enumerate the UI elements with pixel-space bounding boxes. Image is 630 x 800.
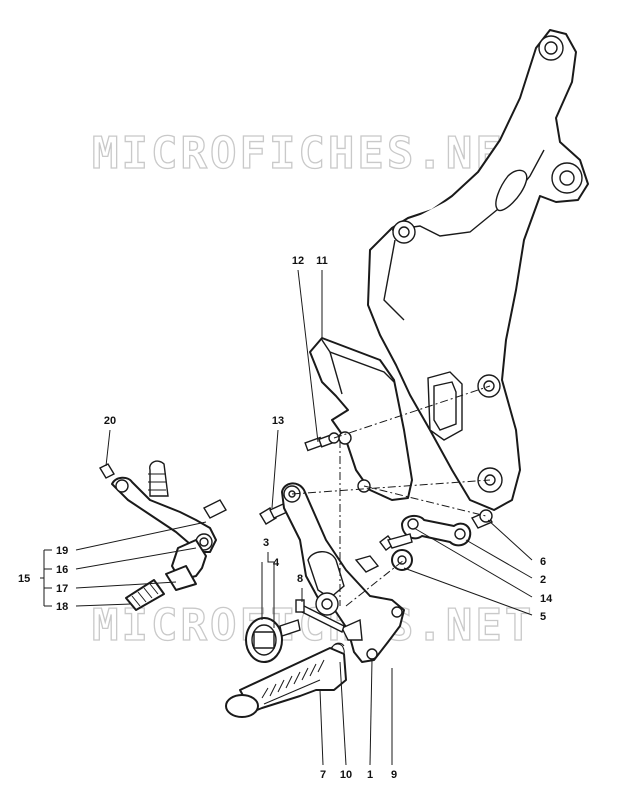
callout-1: 1 bbox=[367, 769, 373, 781]
callout-2: 2 bbox=[540, 574, 546, 586]
pin-8 bbox=[295, 599, 345, 633]
brake-rod-linkage bbox=[379, 509, 494, 571]
leader-lines bbox=[40, 269, 533, 766]
callout-6: 6 bbox=[540, 556, 546, 568]
brake-pedal bbox=[225, 647, 347, 718]
callout-14: 14 bbox=[540, 593, 553, 605]
bolt-12 bbox=[304, 432, 340, 452]
watermark-top: MICROFICHES.NET bbox=[92, 128, 534, 179]
callout-10: 10 bbox=[340, 769, 352, 781]
callout-17: 17 bbox=[56, 583, 68, 595]
callout-13: 13 bbox=[272, 415, 284, 427]
brake-lever-arm bbox=[281, 482, 405, 663]
callout-labels: 12 11 13 20 3 4 8 6 2 14 5 7 10 1 9 15 1… bbox=[18, 255, 553, 781]
watermark-bottom: MICROFICHES.NET bbox=[92, 600, 534, 651]
callout-7: 7 bbox=[320, 769, 326, 781]
callout-5: 5 bbox=[540, 611, 546, 623]
callout-8: 8 bbox=[297, 573, 303, 585]
shift-lever-assembly bbox=[99, 460, 227, 611]
callout-4: 4 bbox=[273, 557, 280, 569]
callout-15: 15 bbox=[18, 573, 30, 585]
callout-12: 12 bbox=[292, 255, 304, 267]
callout-18: 18 bbox=[56, 601, 68, 613]
callout-3: 3 bbox=[263, 537, 269, 549]
heel-guard bbox=[309, 337, 413, 501]
pivot-bushing bbox=[245, 617, 301, 663]
assembly-center-lines bbox=[291, 385, 491, 607]
callout-11: 11 bbox=[316, 255, 328, 267]
callout-9: 9 bbox=[391, 769, 397, 781]
callout-16: 16 bbox=[56, 564, 68, 576]
callout-19: 19 bbox=[56, 545, 68, 557]
footrest-bracket bbox=[367, 29, 589, 511]
callout-20: 20 bbox=[104, 415, 116, 427]
